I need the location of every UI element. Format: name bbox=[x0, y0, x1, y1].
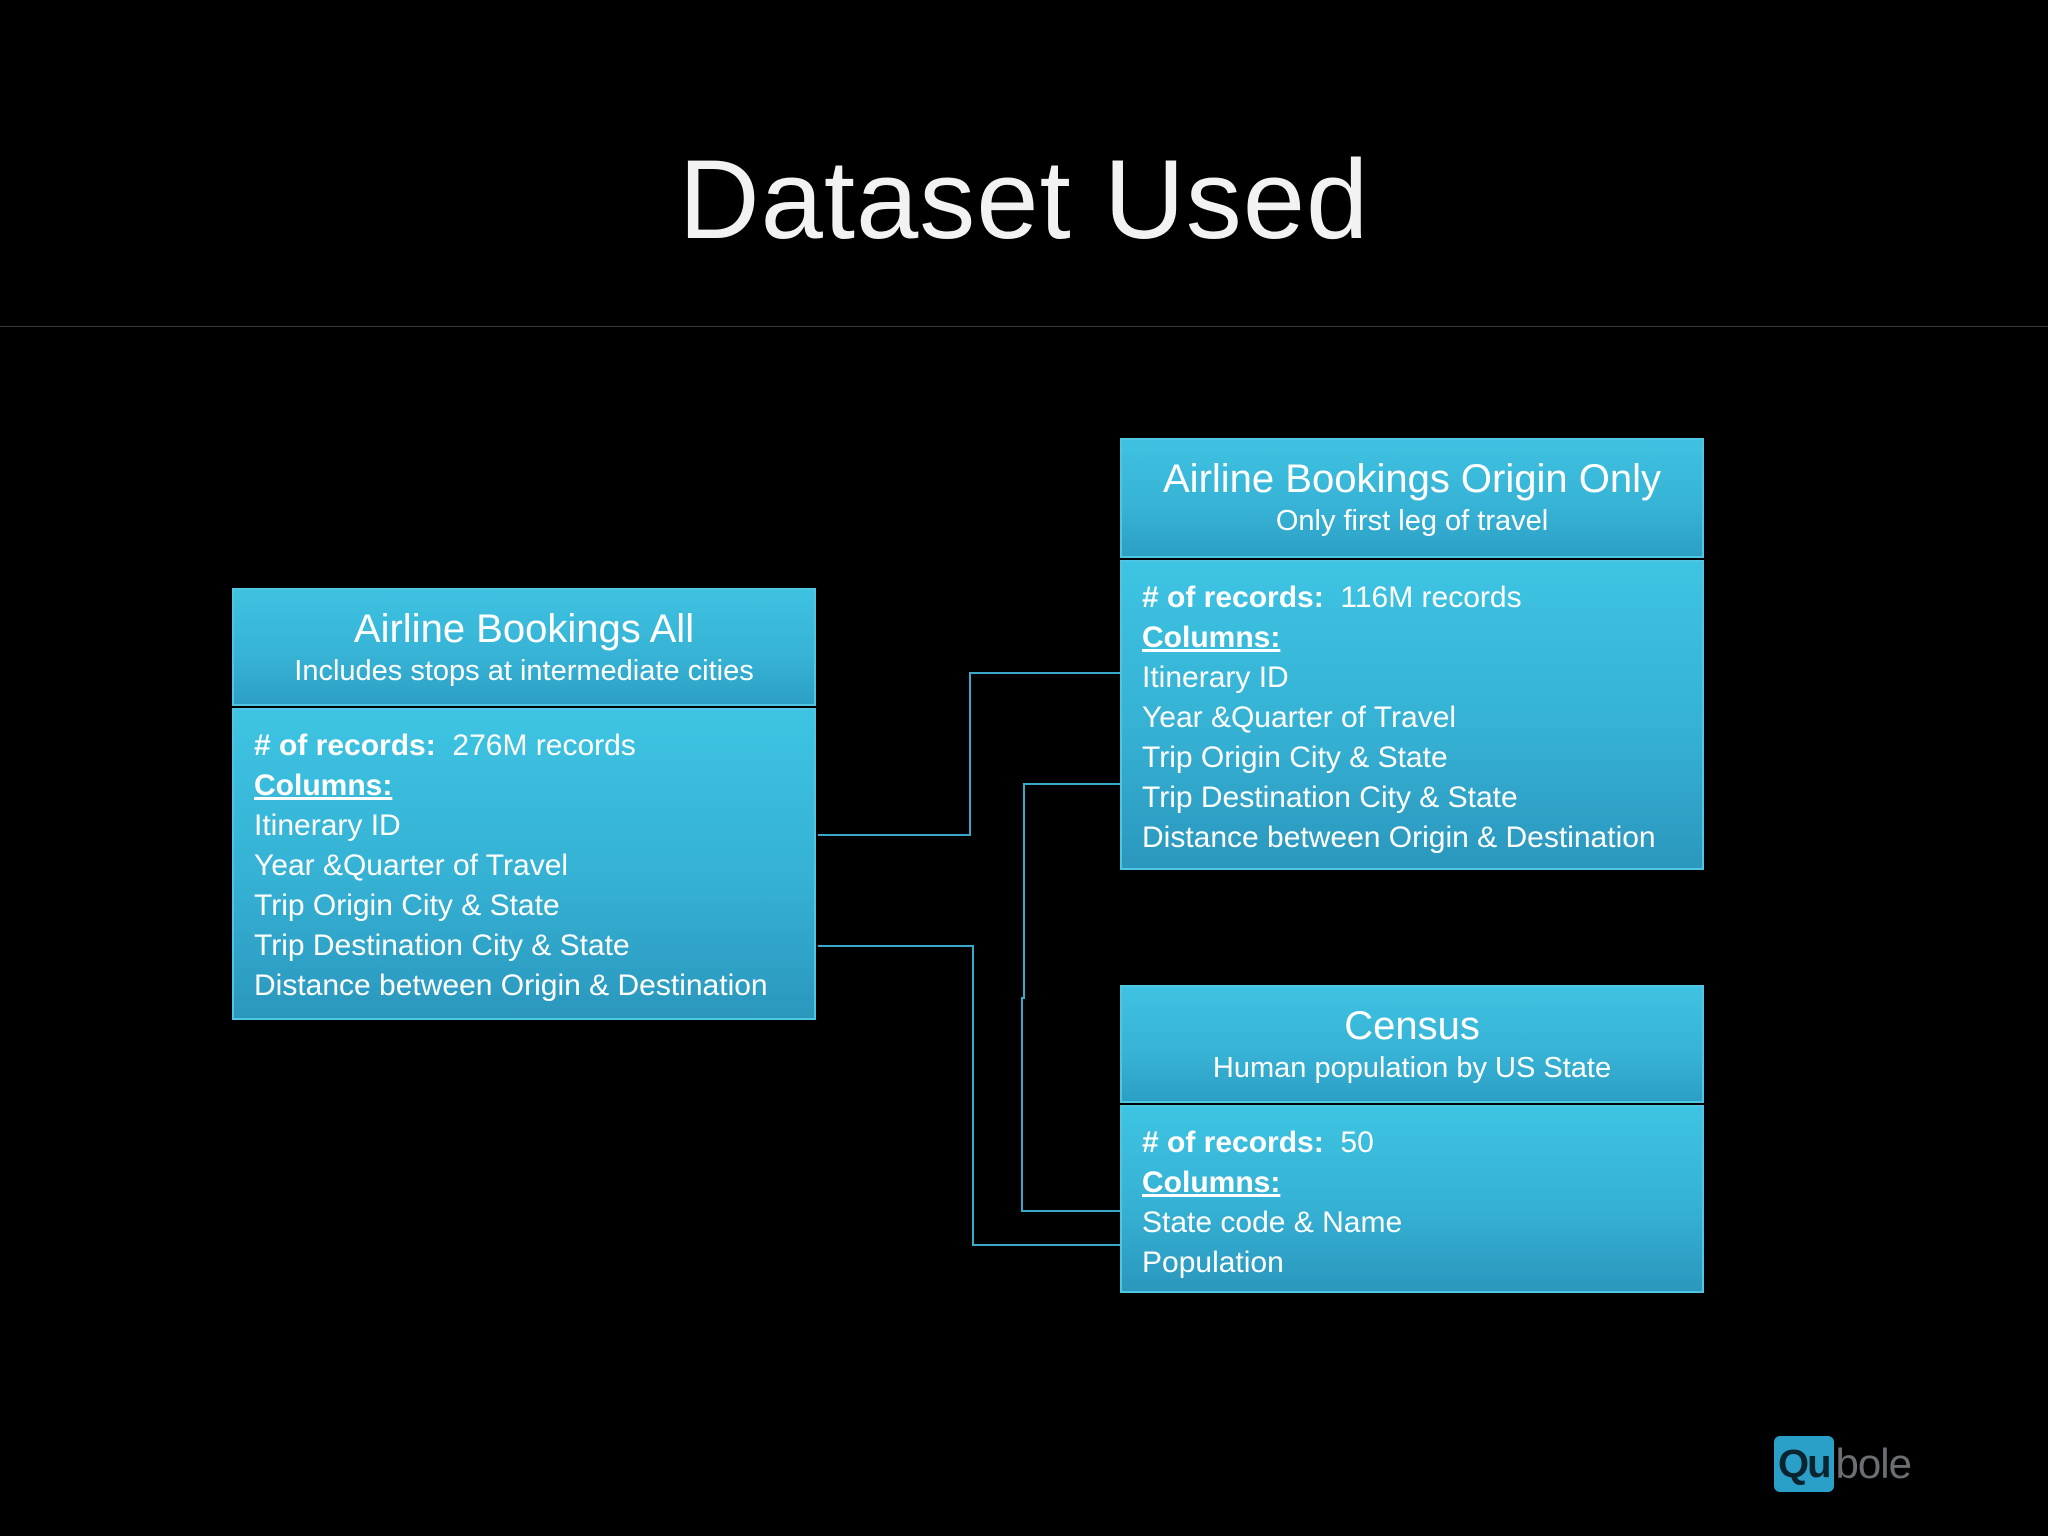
columns-label: Columns: bbox=[1142, 621, 1281, 654]
table-title: Census bbox=[1344, 1004, 1480, 1048]
table-airline-bookings-origin: Airline Bookings Origin Only Only first … bbox=[1120, 438, 1704, 870]
title-divider bbox=[0, 326, 2048, 327]
table-subtitle: Human population by US State bbox=[1212, 1052, 1612, 1084]
logo-text: bole bbox=[1835, 1440, 1912, 1487]
column-item: Year &Quarter of Travel bbox=[1142, 701, 1457, 734]
records-value: 116M records bbox=[1340, 581, 1522, 614]
records-label: # of records: bbox=[1142, 1126, 1324, 1159]
column-item: Year &Quarter of Travel bbox=[254, 849, 569, 882]
table-subtitle: Includes stops at intermediate cities bbox=[294, 655, 754, 687]
connector-all-to-census bbox=[818, 945, 1120, 1246]
records-label: # of records: bbox=[254, 729, 436, 762]
table-header: Airline Bookings All Includes stops at i… bbox=[232, 588, 816, 706]
table-title: Airline Bookings Origin Only bbox=[1163, 457, 1661, 501]
table-header: Census Human population by US State bbox=[1120, 985, 1704, 1103]
table-body: # of records: 276M records Columns: Itin… bbox=[232, 708, 816, 1020]
records-value: 276M records bbox=[452, 729, 636, 762]
qubole-logo: Qu bole bbox=[1774, 1436, 1912, 1492]
column-item: Trip Origin City & State bbox=[254, 889, 560, 922]
column-item: Population bbox=[1142, 1246, 1284, 1279]
table-census: Census Human population by US State # of… bbox=[1120, 985, 1704, 1293]
table-airline-bookings-all: Airline Bookings All Includes stops at i… bbox=[232, 588, 816, 1020]
columns-label: Columns: bbox=[1142, 1166, 1281, 1199]
column-item: Distance between Origin & Destination bbox=[1142, 821, 1656, 854]
column-item: Itinerary ID bbox=[254, 809, 401, 842]
logo-mark: Qu bbox=[1774, 1436, 1834, 1492]
column-item: Trip Destination City & State bbox=[1142, 781, 1518, 814]
table-body: # of records: 116M records Columns: Itin… bbox=[1120, 560, 1704, 870]
records-value: 50 bbox=[1340, 1126, 1374, 1159]
columns-label: Columns: bbox=[254, 769, 393, 802]
column-item: Trip Origin City & State bbox=[1142, 741, 1448, 774]
column-item: State code & Name bbox=[1142, 1206, 1403, 1239]
table-title: Airline Bookings All bbox=[353, 607, 695, 651]
column-item: Trip Destination City & State bbox=[254, 929, 630, 962]
table-subtitle: Only first leg of travel bbox=[1275, 505, 1549, 537]
column-item: Distance between Origin & Destination bbox=[254, 969, 768, 1002]
records-row: # of records: 116M records bbox=[1142, 578, 1702, 618]
records-label: # of records: bbox=[1142, 581, 1324, 614]
records-row: # of records: 50 bbox=[1142, 1123, 1702, 1163]
connector-all-to-origin bbox=[818, 672, 1120, 836]
column-item: Itinerary ID bbox=[1142, 661, 1289, 694]
table-header: Airline Bookings Origin Only Only first … bbox=[1120, 438, 1704, 558]
records-row: # of records: 276M records bbox=[254, 726, 814, 766]
slide-title: Dataset Used bbox=[678, 137, 1370, 262]
connector-origin-to-census bbox=[1021, 783, 1120, 1212]
table-body: # of records: 50 Columns: State code & N… bbox=[1120, 1105, 1704, 1293]
